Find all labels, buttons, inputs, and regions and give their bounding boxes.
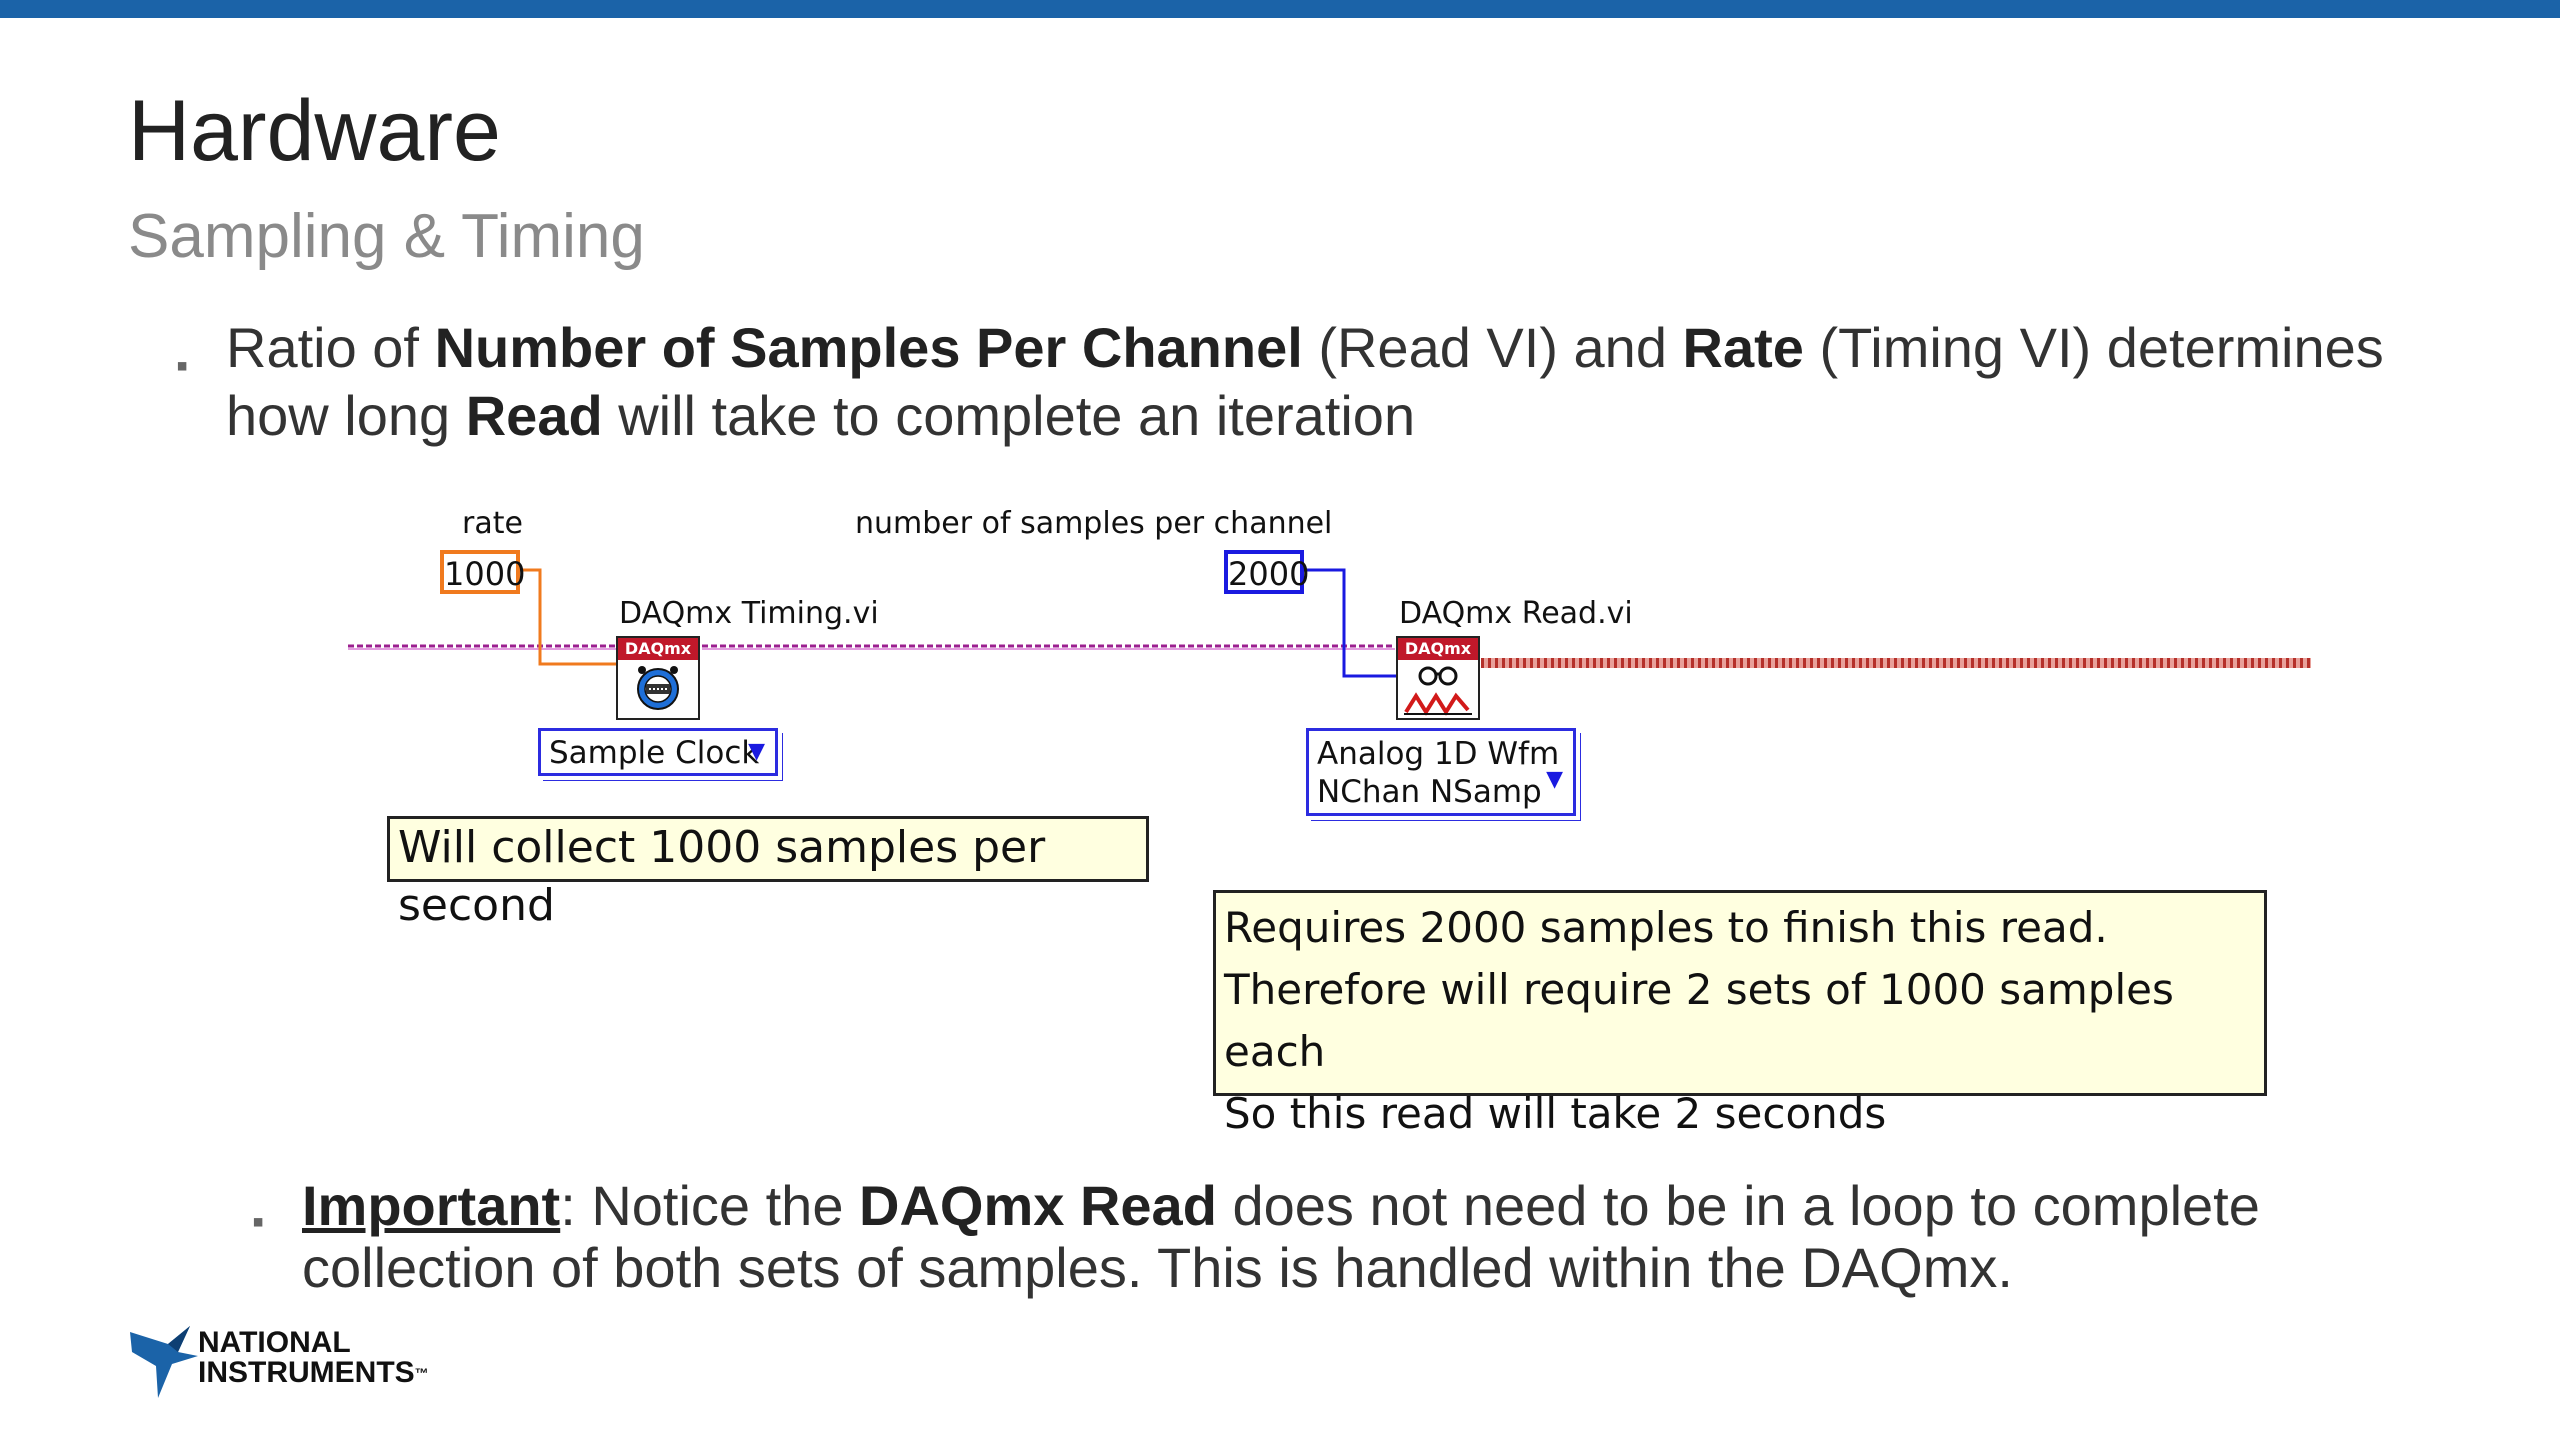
daqmx-read-vi[interactable]: DAQmx xyxy=(1396,636,1480,720)
top-accent-bar xyxy=(0,0,2560,18)
timing-mode-selector[interactable]: Sample Clock ▼ xyxy=(538,728,778,776)
bullet-marker: ▪ xyxy=(176,347,189,385)
bullet-important: ▪ Important: Notice the DAQmx Read does … xyxy=(252,1174,2260,1299)
rate-wire xyxy=(520,568,618,666)
note-collect-rate: Will collect 1000 samples per second xyxy=(387,816,1149,931)
read-mode-selector[interactable]: Analog 1D Wfm NChan NSamp ▼ xyxy=(1306,728,1576,816)
glasses-waveform-icon xyxy=(1404,666,1472,716)
samples-label: number of samples per channel xyxy=(855,506,1333,541)
daqmx-timing-vi[interactable]: DAQmx xyxy=(616,636,700,720)
slide-title: Hardware xyxy=(128,83,501,179)
samples-wire xyxy=(1304,568,1397,678)
rate-label: rate xyxy=(462,506,523,541)
bullet-marker: ▪ xyxy=(252,1203,265,1241)
dropdown-arrow-icon: ▼ xyxy=(1546,767,1563,792)
clock-icon xyxy=(637,666,679,710)
samples-constant[interactable]: 2000 xyxy=(1224,550,1309,594)
read-vi-label: DAQmx Read.vi xyxy=(1399,596,1633,631)
national-instruments-logo: NATIONAL INSTRUMENTS™ xyxy=(128,1322,448,1402)
rate-constant[interactable]: 1000 xyxy=(440,550,525,594)
dropdown-arrow-icon: ▼ xyxy=(748,739,765,764)
bullet-ratio: ▪ Ratio of Number of Samples Per Channel… xyxy=(176,316,2384,447)
note-read-duration: Requires 2000 samples to finish this rea… xyxy=(1213,890,2267,1138)
ni-eagle-icon xyxy=(130,1326,198,1398)
slide-subtitle: Sampling & Timing xyxy=(128,202,645,271)
timing-vi-label: DAQmx Timing.vi xyxy=(619,596,879,631)
